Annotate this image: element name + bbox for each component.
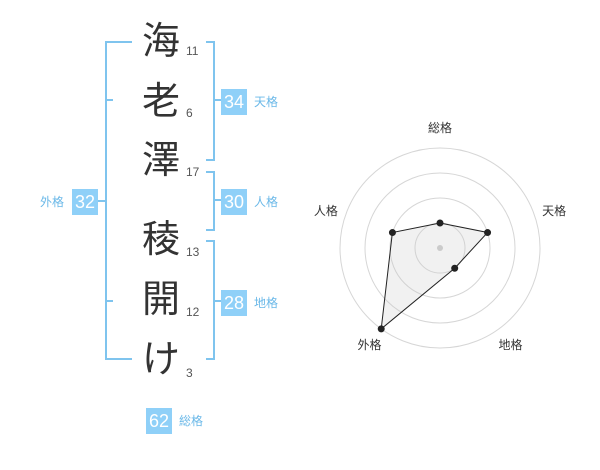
radar-point-2 [484,229,492,237]
soukaku-badge: 62 [146,408,173,434]
soukaku-label: 総格 [179,414,204,428]
radar-center [437,245,443,251]
gaikaku-inner-tick-1 [105,99,113,101]
name-char-6: け [141,337,180,381]
radar-ring-3 [364,172,516,324]
tenkaku-bracket-tick [213,99,221,101]
stroke-count-6: 3 [186,366,193,380]
radar-point-4 [377,325,385,333]
name-char-3: 澤 [141,138,180,182]
radar-axis-label-5: 人格 [314,203,338,218]
stroke-count-3: 17 [186,165,200,179]
radar-point-1 [436,219,444,227]
gaikaku-inner-tick-2 [105,300,113,302]
stroke-count-2: 6 [186,106,193,120]
stroke-count-5: 12 [186,305,200,319]
radar-polygon [380,222,489,331]
stroke-count-4: 13 [186,245,200,259]
name-char-5: 開 [141,277,180,321]
jinkaku-label: 人格 [254,195,279,209]
tenkaku-bracket [206,41,215,161]
jinkaku-bracket-tick [213,199,221,201]
chikaku-bracket-tick [213,300,221,302]
gaikaku-badge: 32 [72,189,99,215]
jinkaku-bracket [206,171,215,231]
name-char-2: 老 [141,79,180,123]
radar-axis-label-2: 天格 [542,203,566,218]
radar-axis-label-4: 外格 [357,337,381,352]
gaikaku-bracket [105,41,132,360]
gaikaku-label: 外格 [40,195,65,209]
radar-ring-4 [339,147,541,349]
radar-axis-label-1: 総格 [428,120,452,135]
chikaku-label: 地格 [254,296,279,310]
jinkaku-badge: 30 [221,189,248,215]
radar-ring-2 [389,197,491,299]
name-char-4: 稜 [141,217,180,261]
tenkaku-badge: 34 [221,89,248,115]
radar-point-5 [388,229,396,237]
gaikaku-bracket-tick [98,200,107,202]
radar-point-3 [451,264,459,272]
tenkaku-label: 天格 [254,95,279,109]
radar-axis-label-3: 地格 [499,337,523,352]
name-char-1: 海 [141,19,180,63]
chikaku-badge: 28 [221,290,248,316]
stroke-count-1: 11 [186,44,199,58]
